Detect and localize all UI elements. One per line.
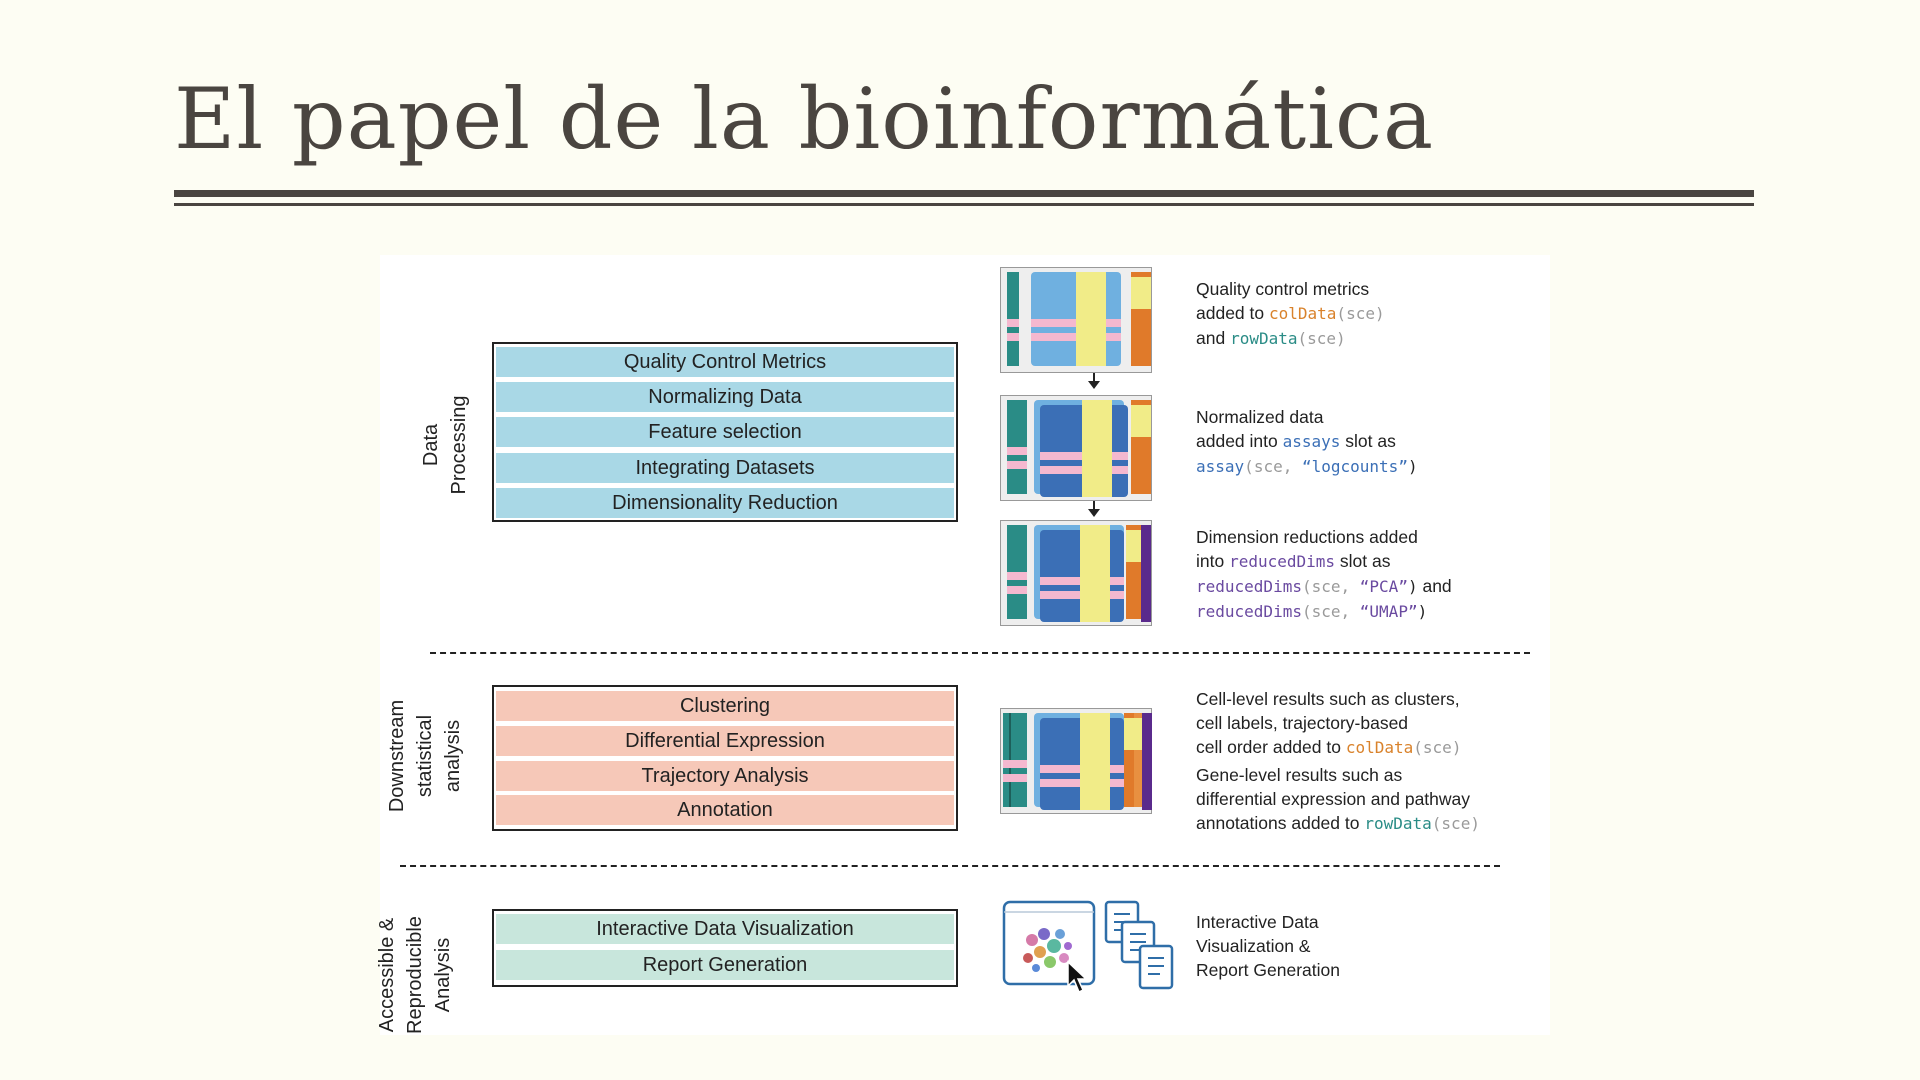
bracket-downstream — [492, 685, 958, 831]
step-report-generation: Report Generation — [496, 950, 954, 980]
desc-normalized: Normalized data added into assays slot a… — [1196, 405, 1418, 479]
desc-cell-gene-results: Cell-level results such as clusters, cel… — [1196, 687, 1480, 836]
matrix-downstream-icon — [1003, 713, 1152, 810]
desc-line: cell order added to colData(sce) — [1196, 737, 1462, 757]
desc-line: Interactive Data — [1196, 912, 1319, 932]
step-interactive-viz: Interactive Data Visualization — [496, 914, 954, 944]
steps-data-processing: Quality Control Metrics Normalizing Data… — [496, 346, 954, 518]
section-label-downstream: Downstream statistical analysis — [380, 681, 470, 831]
step-trajectory: Trajectory Analysis — [496, 761, 954, 791]
label-line: analysis — [442, 719, 464, 793]
workflow-diagram: Data Processing Quality Control Metrics … — [376, 255, 1550, 1035]
label-line: Downstream — [386, 699, 408, 813]
step-integrating: Integrating Datasets — [496, 453, 954, 483]
code-rowdata: rowData — [1364, 814, 1432, 833]
step-differential-expression: Differential Expression — [496, 726, 954, 756]
step-feature-selection: Feature selection — [496, 417, 954, 447]
code-reduceddims: reducedDims — [1229, 552, 1336, 571]
desc-line: added to colData(sce) — [1196, 303, 1385, 323]
code-assays: assays — [1282, 432, 1341, 451]
desc-dim-reduction: Dimension reductions added into reducedD… — [1196, 525, 1452, 624]
desc-line: added into assays slot as — [1196, 431, 1396, 451]
arrow-down — [1088, 501, 1100, 517]
steps-downstream: Clustering Differential Expression Traje… — [496, 689, 954, 825]
desc-line: Visualization & — [1196, 936, 1311, 956]
matrix-norm-icon — [1007, 400, 1151, 497]
label-line: statistical — [414, 714, 436, 798]
desc-line: cell labels, trajectory-based — [1196, 713, 1409, 733]
desc-line: and rowData(sce) — [1196, 328, 1346, 348]
desc-line: annotations added to rowData(sce) — [1196, 813, 1480, 833]
matrix-dimred-icon — [1007, 525, 1151, 622]
label-line: Data — [420, 423, 442, 467]
step-dim-reduction: Dimensionality Reduction — [496, 488, 954, 518]
desc-line: into reducedDims slot as — [1196, 551, 1391, 571]
label-line: Processing — [448, 395, 470, 495]
section-divider — [400, 865, 1500, 867]
desc-line: Cell-level results such as clusters, — [1196, 689, 1460, 709]
code-rowdata: rowData — [1230, 329, 1298, 348]
section-label-accessible: Accessible & Reproducible Analysis — [370, 900, 460, 1050]
label-line: Reproducible — [404, 916, 426, 1034]
desc-line: Dimension reductions added — [1196, 527, 1418, 547]
code-coldata: colData — [1268, 304, 1337, 323]
desc-interactive: Interactive Data Visualization & Report … — [1196, 910, 1340, 982]
desc-line: reducedDims(sce, “UMAP”) — [1196, 602, 1428, 621]
interactive-viz-icon — [1002, 900, 1096, 994]
code-coldata: colData — [1345, 738, 1414, 757]
steps-accessible: Interactive Data Visualization Report Ge… — [496, 913, 954, 983]
desc-line: Report Generation — [1196, 960, 1340, 980]
arrow-down — [1088, 373, 1100, 389]
desc-line: Normalized data — [1196, 407, 1324, 427]
label-line: Accessible & — [376, 917, 398, 1033]
step-normalizing: Normalizing Data — [496, 382, 954, 412]
desc-line: reducedDims(sce, “PCA”) and — [1196, 576, 1452, 596]
step-clustering: Clustering — [496, 691, 954, 721]
step-quality-control: Quality Control Metrics — [496, 347, 954, 377]
title-rule-thin — [174, 203, 1754, 206]
section-label-data-processing: Data Processing — [405, 360, 485, 530]
bracket-data-processing — [492, 342, 958, 522]
desc-line: Gene-level results such as — [1196, 765, 1403, 785]
report-documents-icon — [1104, 900, 1174, 990]
page-title: El papel de la bioinformática — [174, 70, 1435, 168]
label-line: Analysis — [432, 937, 454, 1013]
desc-line: Quality control metrics — [1196, 279, 1370, 299]
section-divider — [430, 652, 1530, 654]
desc-quality-control: Quality control metrics added to colData… — [1196, 277, 1385, 351]
title-rule-thick — [174, 190, 1754, 197]
step-annotation: Annotation — [496, 795, 954, 825]
desc-line: differential expression and pathway — [1196, 789, 1471, 809]
matrix-qc-icon — [1007, 272, 1151, 366]
bracket-accessible — [492, 909, 958, 987]
desc-line: assay(sce, “logcounts”) — [1196, 457, 1418, 476]
